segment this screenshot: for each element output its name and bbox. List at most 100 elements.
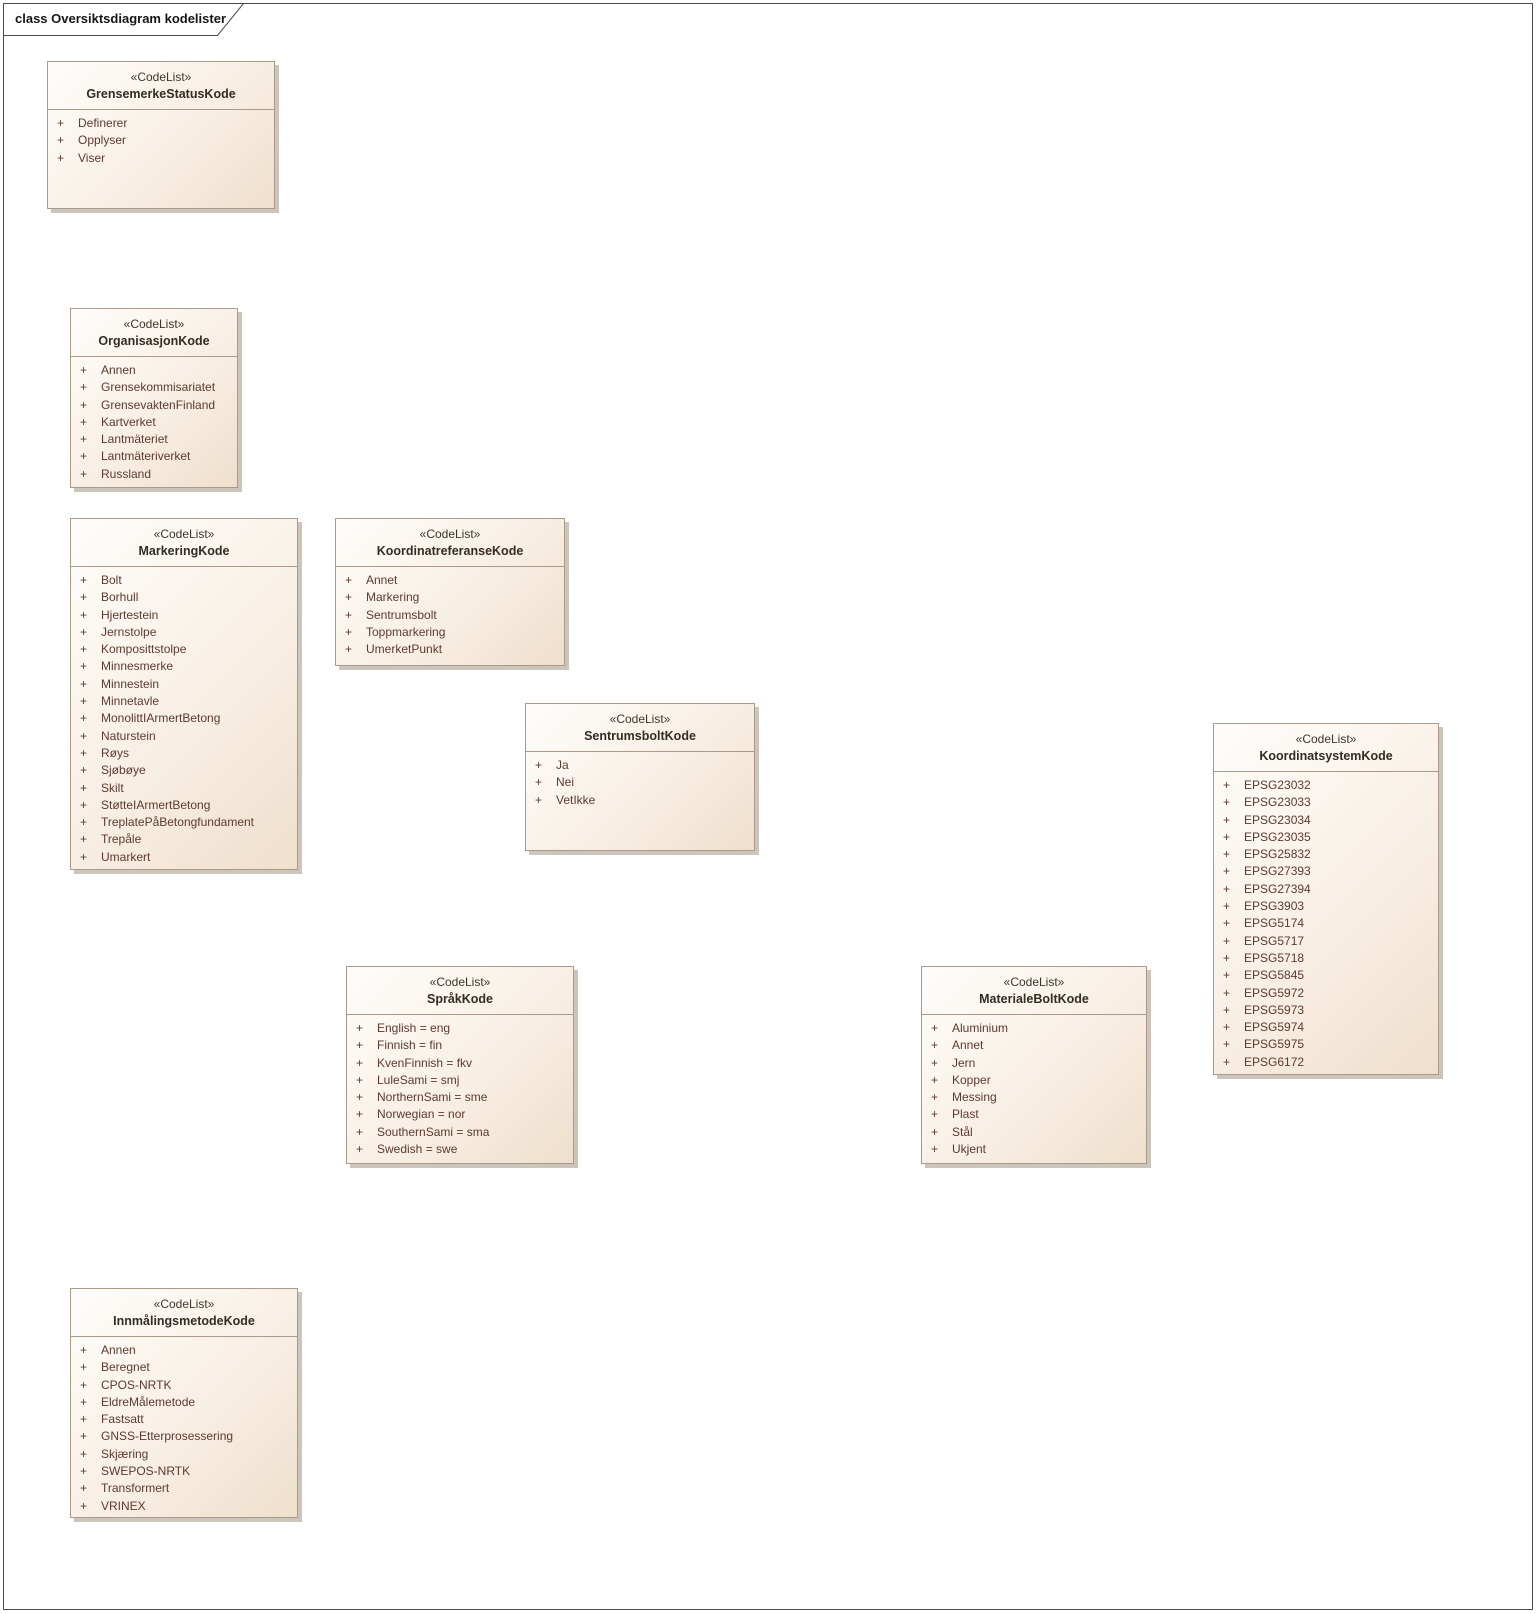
class-name: SentrumsboltKode: [584, 729, 696, 743]
attribute-list: +Bolt+Borhull+Hjertestein+Jernstolpe+Kom…: [71, 566, 297, 866]
attribute-row: +Fastsatt: [71, 1411, 297, 1428]
attribute-label: EPSG27394: [1244, 881, 1311, 896]
attribute-row: +Messing: [922, 1089, 1146, 1106]
attribute-row: +Naturstein: [71, 728, 297, 745]
visibility-public-marker: +: [1223, 899, 1231, 914]
class-stereotype: «CodeList»: [419, 527, 481, 541]
visibility-public-marker: +: [356, 1107, 364, 1122]
visibility-public-marker: +: [57, 133, 65, 148]
class-stereotype: «CodeList»: [130, 70, 192, 84]
visibility-public-marker: +: [80, 414, 88, 429]
class-name: KoordinatreferanseKode: [376, 544, 524, 558]
class-stereotype: «CodeList»: [1295, 732, 1357, 746]
visibility-public-marker: +: [80, 815, 88, 830]
class-name: KoordinatsystemKode: [1259, 749, 1393, 763]
visibility-public-marker: +: [535, 792, 543, 807]
attribute-row: +Umarkert: [71, 849, 297, 866]
attribute-row: +Minnesmerke: [71, 658, 297, 675]
attribute-list: +Definerer+Opplyser+Viser: [48, 109, 274, 167]
attribute-label: Nei: [556, 775, 575, 790]
visibility-public-marker: +: [931, 1021, 939, 1035]
attribute-row: +GNSS-Etterprosessering: [71, 1428, 297, 1445]
uml-class-materialeboltkode[interactable]: «CodeList» MaterialeBoltKode +Aluminium+…: [921, 966, 1147, 1164]
attribute-label: EPSG6172: [1244, 1054, 1305, 1069]
attribute-label: Bolt: [101, 573, 122, 587]
attribute-label: Russland: [101, 466, 152, 481]
uml-class-sprakkode[interactable]: «CodeList» SpråkKode +English = eng+Finn…: [346, 966, 574, 1164]
visibility-public-marker: +: [1223, 1037, 1231, 1052]
attribute-list: +Annen+Grensekommisariatet+GrensevaktenF…: [71, 356, 237, 483]
attribute-label: VRINEX: [101, 1498, 146, 1513]
attribute-row: +MonolittIArmertBetong: [71, 710, 297, 727]
visibility-public-marker: +: [80, 1412, 88, 1427]
visibility-public-marker: +: [1223, 778, 1231, 792]
class-header: «CodeList» KoordinatsystemKode: [1214, 724, 1438, 771]
class-name: InnmålingsmetodeKode: [113, 1314, 255, 1328]
diagram-frame-tab: class Oversiktsdiagram kodelister: [3, 3, 255, 37]
visibility-public-marker: +: [356, 1038, 364, 1053]
attribute-row: + Bolt: [71, 572, 297, 589]
attribute-label: Ukjent: [952, 1142, 987, 1157]
attribute-row: +Viser: [48, 150, 274, 167]
frame-tab-shape: [3, 3, 245, 36]
class-header: «CodeList» GrensemerkeStatusKode: [48, 62, 274, 109]
attribute-row: +EPSG5972: [1214, 985, 1438, 1002]
attribute-row: +Annet: [336, 572, 564, 589]
attribute-row: +Grensekommisariatet: [71, 379, 237, 396]
visibility-public-marker: +: [80, 676, 88, 691]
uml-class-innmalingsmetodekode[interactable]: «CodeList» InnmålingsmetodeKode +Annen+B…: [70, 1288, 298, 1518]
uml-class-sentrumsboltkode[interactable]: «CodeList» SentrumsboltKode +Ja+Nei+VetI…: [525, 703, 755, 851]
uml-class-organisasjonkode[interactable]: «CodeList» OrganisasjonKode +Annen+Grens…: [70, 308, 238, 488]
uml-class-koordinatsystemkode[interactable]: «CodeList» KoordinatsystemKode +EPSG2303…: [1213, 723, 1439, 1075]
visibility-public-marker: +: [931, 1072, 939, 1087]
attribute-label: Trepåle: [101, 832, 142, 847]
visibility-public-marker: +: [1223, 881, 1231, 896]
visibility-public-marker: +: [80, 1464, 88, 1479]
visibility-public-marker: +: [80, 642, 88, 657]
visibility-public-marker: +: [80, 849, 88, 864]
class-stereotype: «CodeList»: [153, 527, 215, 541]
attribute-label: Annet: [366, 573, 398, 587]
attribute-label: EPSG5975: [1244, 1037, 1305, 1052]
attribute-label: Beregnet: [101, 1360, 150, 1375]
visibility-public-marker: +: [80, 573, 88, 587]
visibility-public-marker: +: [1223, 795, 1231, 810]
visibility-public-marker: +: [345, 590, 353, 605]
visibility-public-marker: +: [80, 1360, 88, 1375]
class-stereotype: «CodeList»: [1003, 975, 1065, 989]
visibility-public-marker: +: [80, 1481, 88, 1496]
uml-class-koordinatreferansekode[interactable]: «CodeList» KoordinatreferanseKode +Annet…: [335, 518, 565, 666]
attribute-label: Lantmäteriet: [101, 432, 168, 447]
attribute-label: Annet: [952, 1038, 984, 1053]
attribute-label: Skilt: [101, 780, 124, 795]
class-name: GrensemerkeStatusKode: [86, 87, 236, 101]
class-header: «CodeList» SentrumsboltKode: [526, 704, 754, 751]
attribute-row: +KvenFinnish = fkv: [347, 1055, 573, 1072]
attribute-label: Norwegian = nor: [377, 1107, 466, 1122]
visibility-public-marker: +: [80, 1429, 88, 1444]
class-header: «CodeList» SpråkKode: [347, 967, 573, 1014]
uml-class-grensemerkestatuskode[interactable]: «CodeList» GrensemerkeStatusKode +Define…: [47, 61, 275, 209]
attribute-label: Annen: [101, 1343, 136, 1357]
visibility-public-marker: +: [535, 775, 543, 790]
attribute-label: Viser: [78, 150, 106, 165]
visibility-public-marker: +: [1223, 950, 1231, 965]
class-header: «CodeList» MarkeringKode: [71, 519, 297, 566]
visibility-public-marker: +: [80, 363, 88, 377]
attribute-label: LuleSami = smj: [377, 1072, 460, 1087]
attribute-label: EldreMålemetode: [101, 1394, 196, 1409]
attribute-row: +Markering: [336, 589, 564, 606]
attribute-row: +EPSG5845: [1214, 967, 1438, 984]
attribute-label: Sjøbøye: [101, 763, 146, 778]
attribute-label: Minnestein: [101, 676, 160, 691]
visibility-public-marker: +: [931, 1107, 939, 1122]
visibility-public-marker: +: [931, 1038, 939, 1053]
attribute-label: Messing: [952, 1090, 997, 1105]
attribute-label: Sentrumsbolt: [366, 607, 437, 622]
visibility-public-marker: +: [80, 380, 88, 395]
attribute-row: +Annen: [71, 1342, 297, 1359]
class-header: «CodeList» InnmålingsmetodeKode: [71, 1289, 297, 1336]
uml-class-markeringkode[interactable]: «CodeList» MarkeringKode +Bolt+Borhull+H…: [70, 518, 298, 870]
attribute-row: +StøtteIArmertBetong: [71, 797, 297, 814]
visibility-public-marker: +: [345, 607, 353, 622]
